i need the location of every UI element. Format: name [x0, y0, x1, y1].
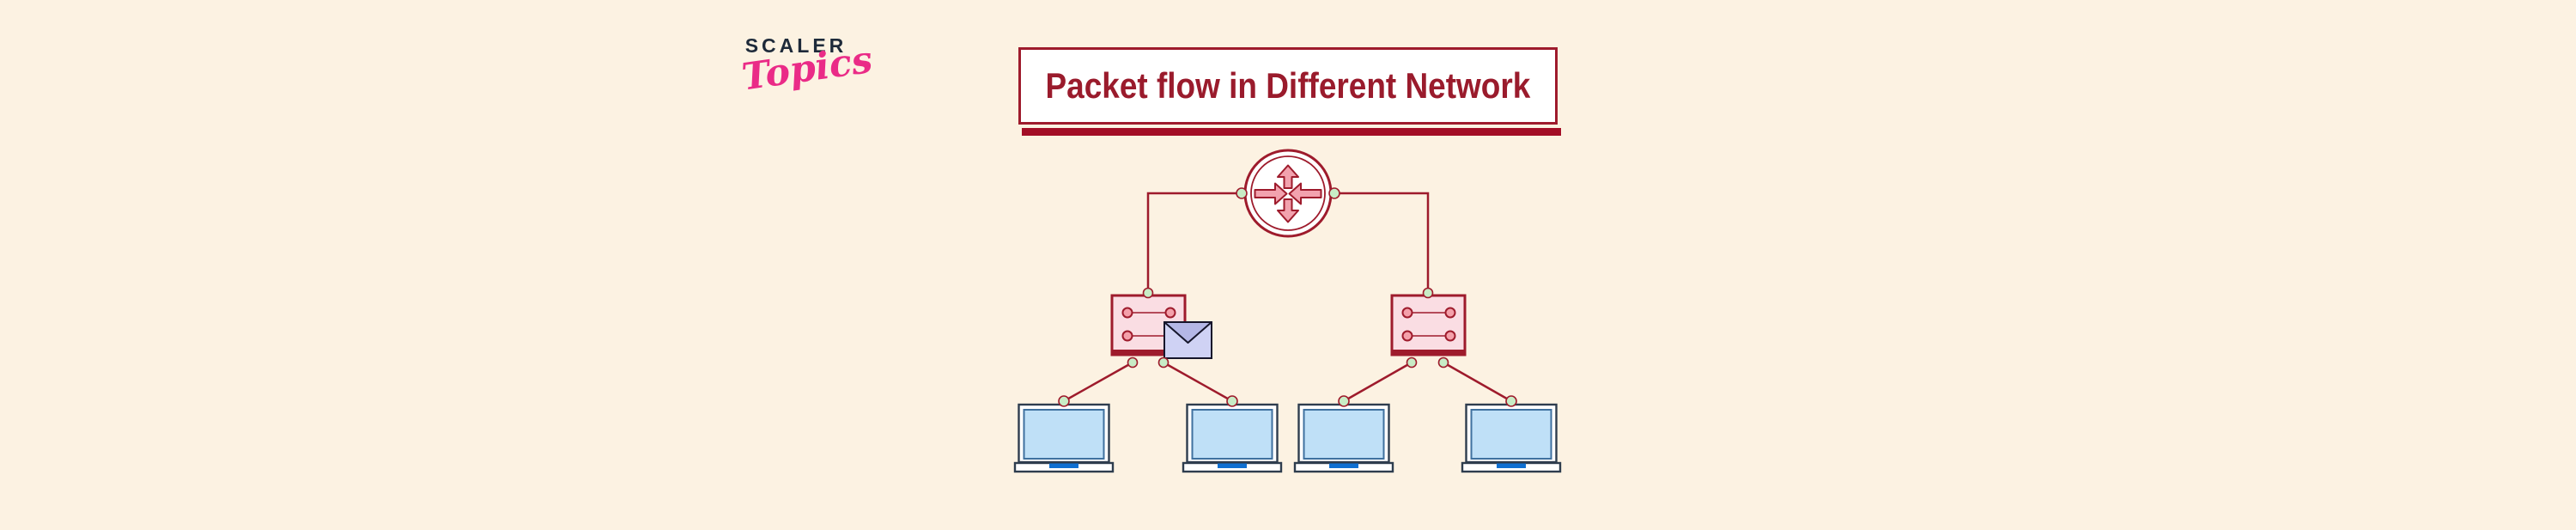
- arrow-up-icon: [1277, 164, 1299, 189]
- switch-base-bar: [1111, 350, 1186, 356]
- laptop-trackpad: [1218, 463, 1247, 468]
- arrow-down-icon: [1277, 198, 1299, 223]
- laptop-screen: [1303, 409, 1385, 460]
- title-box-shadow-bar: [1022, 128, 1561, 136]
- connector-dot: [1142, 287, 1154, 299]
- port-dot: [1121, 330, 1133, 342]
- connector-dot: [1406, 356, 1418, 369]
- laptop-icon-2: [1182, 403, 1283, 473]
- port-dot: [1444, 307, 1456, 319]
- connection-lines: [1063, 192, 1512, 403]
- connector-dot: [1226, 395, 1238, 407]
- connector-dots: [1058, 187, 1517, 407]
- connector-dot: [1437, 356, 1449, 369]
- laptop-screen: [1470, 409, 1552, 460]
- connection-line-router-switch-left: [1146, 192, 1242, 290]
- switch-base-bar: [1391, 350, 1466, 356]
- connector-dot: [1236, 187, 1248, 199]
- connection-line-switch-laptop-3: [1343, 361, 1413, 403]
- title-box: Packet flow in Different Network: [1018, 47, 1558, 125]
- arrow-left-icon: [1288, 182, 1322, 205]
- laptop-screen: [1023, 409, 1105, 460]
- connection-line-switch-laptop-4: [1443, 361, 1512, 403]
- laptop-trackpad: [1497, 463, 1526, 468]
- connector-dot: [1338, 395, 1350, 407]
- laptop-icon-1: [1013, 403, 1115, 473]
- port-dot: [1401, 307, 1413, 319]
- port-dot: [1121, 307, 1133, 319]
- connector-dot: [1058, 395, 1070, 407]
- connector-dot: [1505, 395, 1517, 407]
- connector-dot: [1157, 356, 1170, 369]
- connection-line-router-switch-right: [1334, 192, 1430, 290]
- arrow-right-icon: [1254, 182, 1288, 205]
- laptop-screen: [1191, 409, 1273, 460]
- laptop-icon-4: [1461, 403, 1562, 473]
- connector-dot: [1328, 187, 1340, 199]
- router-icon: [1243, 149, 1333, 238]
- network-switch-icon-right: [1390, 294, 1467, 356]
- connection-line-switch-laptop-1: [1063, 361, 1133, 403]
- scaler-topics-logo: SCALER Topics: [739, 34, 875, 100]
- port-dot: [1164, 307, 1176, 319]
- envelope-flap: [1163, 321, 1212, 344]
- page-title: Packet flow in Different Network: [1045, 65, 1531, 106]
- connector-dot: [1127, 356, 1139, 369]
- mail-envelope-icon: [1163, 321, 1212, 359]
- port-dot: [1401, 330, 1413, 342]
- laptop-trackpad: [1329, 463, 1358, 468]
- router-inner-ring: [1250, 155, 1326, 231]
- switch-body: [1390, 294, 1467, 356]
- laptop-trackpad: [1049, 463, 1078, 468]
- port-dot: [1444, 330, 1456, 342]
- connection-line-switch-laptop-2: [1163, 361, 1233, 403]
- connector-dot: [1422, 287, 1434, 299]
- laptop-icon-3: [1293, 403, 1394, 473]
- logo-brand-text: SCALER: [744, 34, 848, 57]
